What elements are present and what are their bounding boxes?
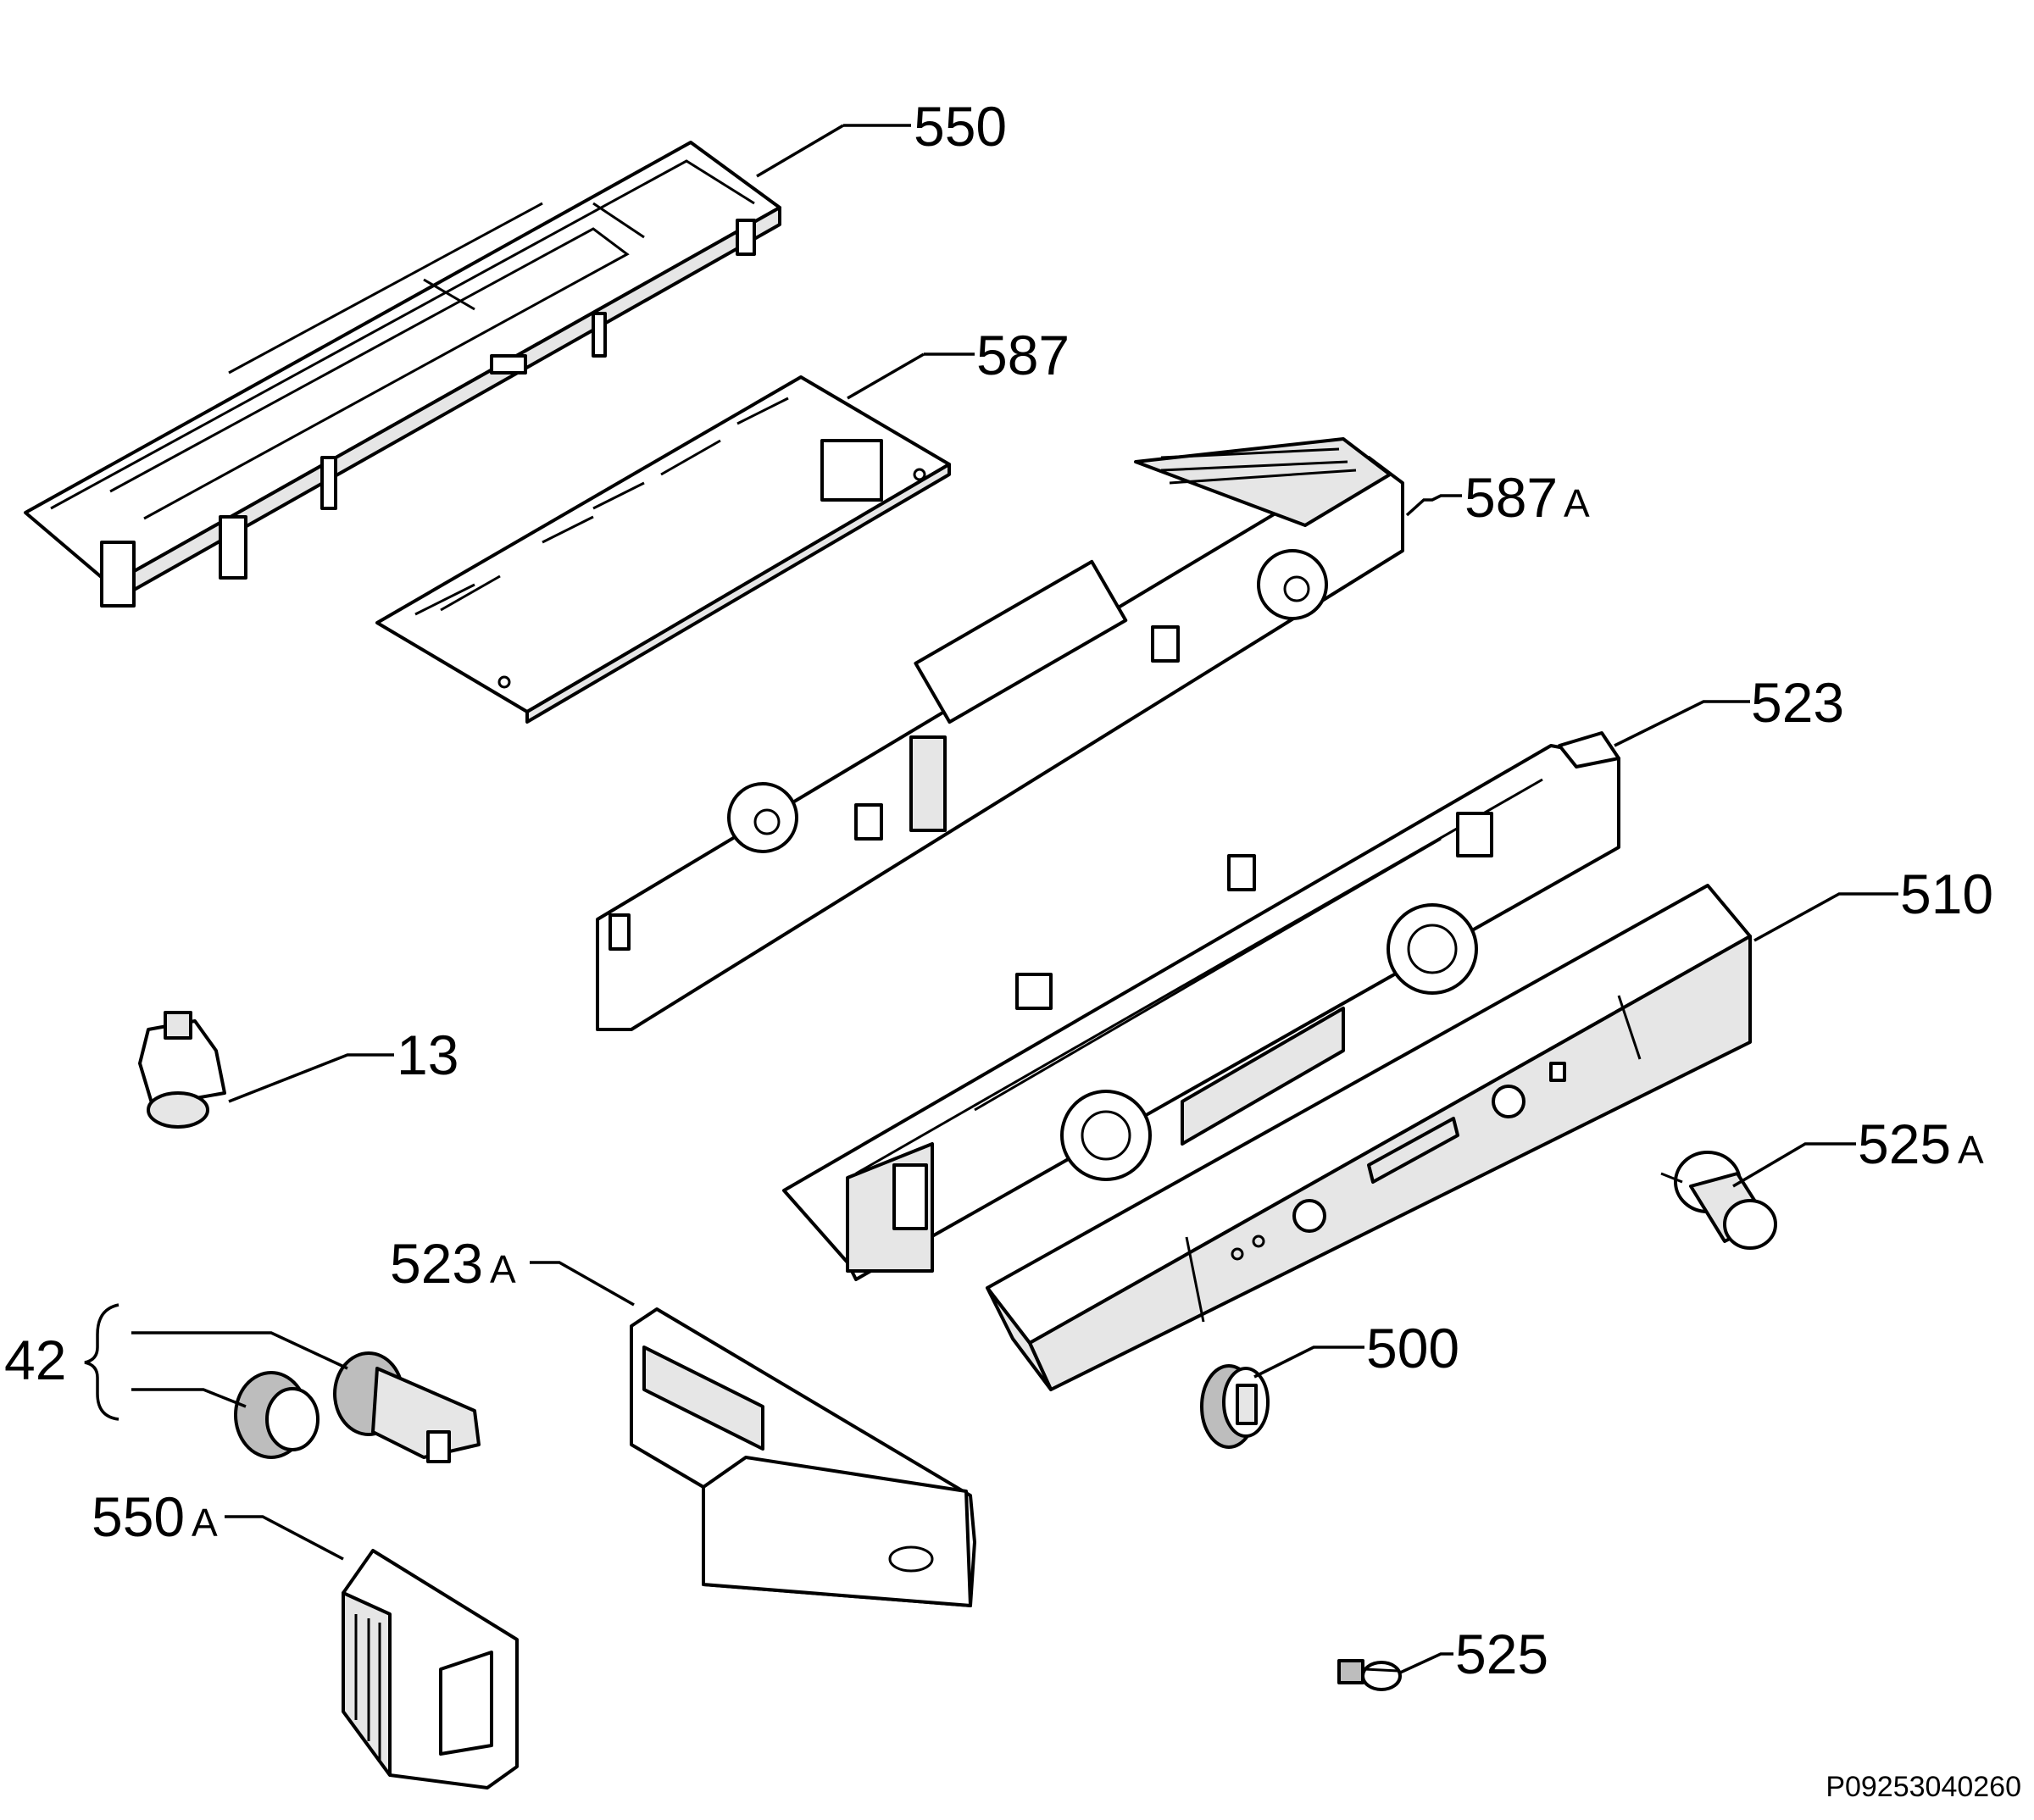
part-587-control-board: [375, 375, 951, 724]
label-510: 510: [1900, 863, 1993, 925]
label-525A-number: 525: [1858, 1113, 1951, 1175]
part-13-switch: [138, 1011, 226, 1129]
leader-13: [228, 1053, 394, 1103]
label-550A-suffix: A: [192, 1501, 218, 1545]
label-523A-number: 523: [390, 1232, 483, 1295]
leader-550A: [225, 1515, 344, 1561]
leader-510: [1753, 892, 1898, 942]
label-550A-number: 550: [92, 1485, 185, 1548]
part-587A-display-board: [596, 437, 1404, 1031]
label-525A-suffix: A: [1958, 1128, 1984, 1172]
leader-525: [1398, 1652, 1453, 1675]
leader-587A: [1405, 494, 1462, 517]
part-523A-end-cap: [630, 1307, 976, 1607]
leader-523: [1614, 700, 1750, 747]
leader-523A: [530, 1261, 635, 1307]
label-13: 13: [397, 1024, 458, 1086]
label-525: 525: [1455, 1623, 1548, 1685]
leader-500: [1253, 1346, 1364, 1379]
part-550-top-cover: [24, 141, 781, 608]
label-587: 587: [976, 324, 1070, 386]
part-42-knob-assembly: [234, 1351, 481, 1463]
drawing-code: P09253040260: [1826, 1771, 2021, 1803]
leader-587: [847, 352, 925, 400]
part-525-lamp: [1337, 1659, 1402, 1691]
leader-42-b: [131, 1388, 247, 1408]
part-510-front-fascia: [986, 884, 1752, 1391]
part-500-knob: [1200, 1364, 1270, 1449]
label-500: 500: [1366, 1317, 1459, 1379]
brace-42: [84, 1303, 119, 1421]
part-550A-end-cover: [342, 1549, 519, 1789]
part-525A-lamp-holder: [1660, 1151, 1777, 1250]
label-550: 550: [914, 95, 1007, 158]
label-42: 42: [4, 1329, 66, 1391]
leader-525A: [1732, 1142, 1856, 1188]
part-523-panel-housing: [782, 731, 1620, 1281]
label-587A-number: 587: [1464, 466, 1558, 529]
leader-550: [756, 124, 844, 178]
label-523: 523: [1751, 671, 1844, 734]
label-587A-suffix: A: [1564, 481, 1590, 525]
label-523A-suffix: A: [490, 1247, 516, 1291]
leader-42-a: [131, 1331, 348, 1370]
